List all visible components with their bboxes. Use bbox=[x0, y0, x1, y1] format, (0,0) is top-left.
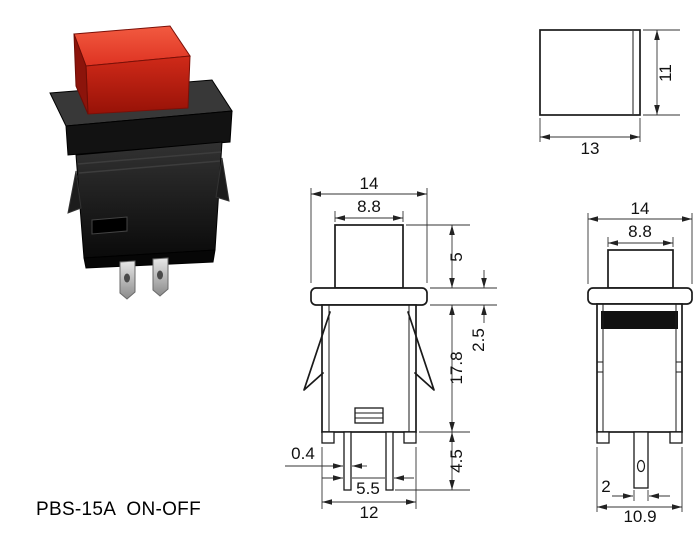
mounting-clip-left bbox=[67, 170, 82, 214]
dim-side-button-width: 8.8 bbox=[607, 222, 674, 247]
button-cap-side bbox=[73, 33, 89, 115]
side-button-cap bbox=[607, 249, 674, 289]
side-terminal-hole bbox=[636, 459, 646, 473]
side-cap-skirt bbox=[601, 311, 678, 329]
dim-front-button-width: 8.8 bbox=[334, 197, 404, 222]
dim-top-height: 11 bbox=[643, 29, 680, 116]
top-view-outline bbox=[539, 29, 641, 116]
mounting-clip-right bbox=[215, 157, 230, 202]
terminal-hole bbox=[124, 273, 130, 283]
front-flange bbox=[310, 287, 428, 306]
side-foot-left bbox=[596, 431, 610, 444]
dim-label-front-body-height: 17.8 bbox=[447, 351, 466, 384]
dim-label-front-body-width: 12 bbox=[360, 503, 379, 522]
side-view: 14 8.8 2 10.9 bbox=[587, 199, 693, 526]
dim-label-top-width: 13 bbox=[581, 139, 600, 158]
front-foot-left bbox=[321, 431, 335, 444]
front-snap-clip-right bbox=[407, 311, 435, 391]
dim-label-front-button-width: 8.8 bbox=[357, 197, 381, 216]
dim-front-overall-width: 14 bbox=[310, 174, 428, 283]
body-rib bbox=[78, 160, 221, 174]
side-foot-right bbox=[669, 431, 683, 444]
dim-front-body-width: 12 bbox=[321, 447, 417, 522]
body-base-lip bbox=[83, 249, 216, 269]
front-terminal-left bbox=[343, 431, 352, 491]
dim-label-front-flange-thickness: 2.5 bbox=[469, 328, 488, 352]
terminal-hole bbox=[157, 270, 163, 280]
dim-top-width: 13 bbox=[539, 118, 641, 158]
dim-label-front-terminal-thickness: 0.4 bbox=[291, 444, 315, 463]
front-foot-right bbox=[403, 431, 417, 444]
dim-label-side-button-width: 8.8 bbox=[628, 222, 652, 241]
dim-front-body-height: 17.8 bbox=[419, 305, 470, 433]
body-slot bbox=[91, 216, 128, 235]
front-view: 14 8.8 5 2.5 17.8 4.5 bbox=[285, 174, 497, 522]
part-number-labels: PBS-15A ON-OFF PBS-15B OFF-(ON) bbox=[36, 447, 215, 560]
front-button-cap bbox=[334, 224, 404, 289]
dim-label-front-overall-width: 14 bbox=[360, 174, 379, 193]
bezel-front-face bbox=[65, 110, 233, 156]
dim-side-body-depth: 10.9 bbox=[596, 447, 683, 526]
dim-front-terminal-pitch: 5.5 bbox=[322, 475, 414, 498]
dim-label-side-body-depth: 10.9 bbox=[623, 507, 656, 526]
dim-label-front-button-height: 5 bbox=[447, 252, 466, 261]
dim-side-terminal-width: 2 bbox=[601, 477, 670, 501]
dim-label-side-overall-width: 14 bbox=[631, 199, 650, 218]
dim-front-terminal-thickness: 0.4 bbox=[285, 444, 367, 469]
dim-label-side-terminal-width: 2 bbox=[601, 477, 610, 496]
part-label-line1: PBS-15A ON-OFF bbox=[36, 499, 201, 520]
dim-front-terminal-length: 4.5 bbox=[395, 432, 470, 491]
button-cap-front bbox=[85, 55, 191, 115]
dim-label-top-height: 11 bbox=[656, 64, 675, 82]
switch-body bbox=[75, 141, 223, 259]
body-rib bbox=[77, 151, 222, 165]
front-terminal-right bbox=[385, 431, 394, 491]
front-snap-clip-left bbox=[303, 311, 331, 391]
dim-front-flange-thickness: 2.5 bbox=[430, 270, 497, 352]
dim-label-front-terminal-length: 4.5 bbox=[447, 449, 466, 473]
dim-side-overall-width: 14 bbox=[587, 199, 693, 284]
side-flange bbox=[587, 287, 693, 305]
dim-front-button-height: 5 bbox=[406, 224, 497, 289]
dim-label-front-terminal-pitch: 5.5 bbox=[356, 479, 380, 498]
product-photo bbox=[49, 25, 233, 300]
top-view: 13 11 bbox=[539, 29, 680, 158]
front-latch-detail bbox=[354, 407, 384, 424]
